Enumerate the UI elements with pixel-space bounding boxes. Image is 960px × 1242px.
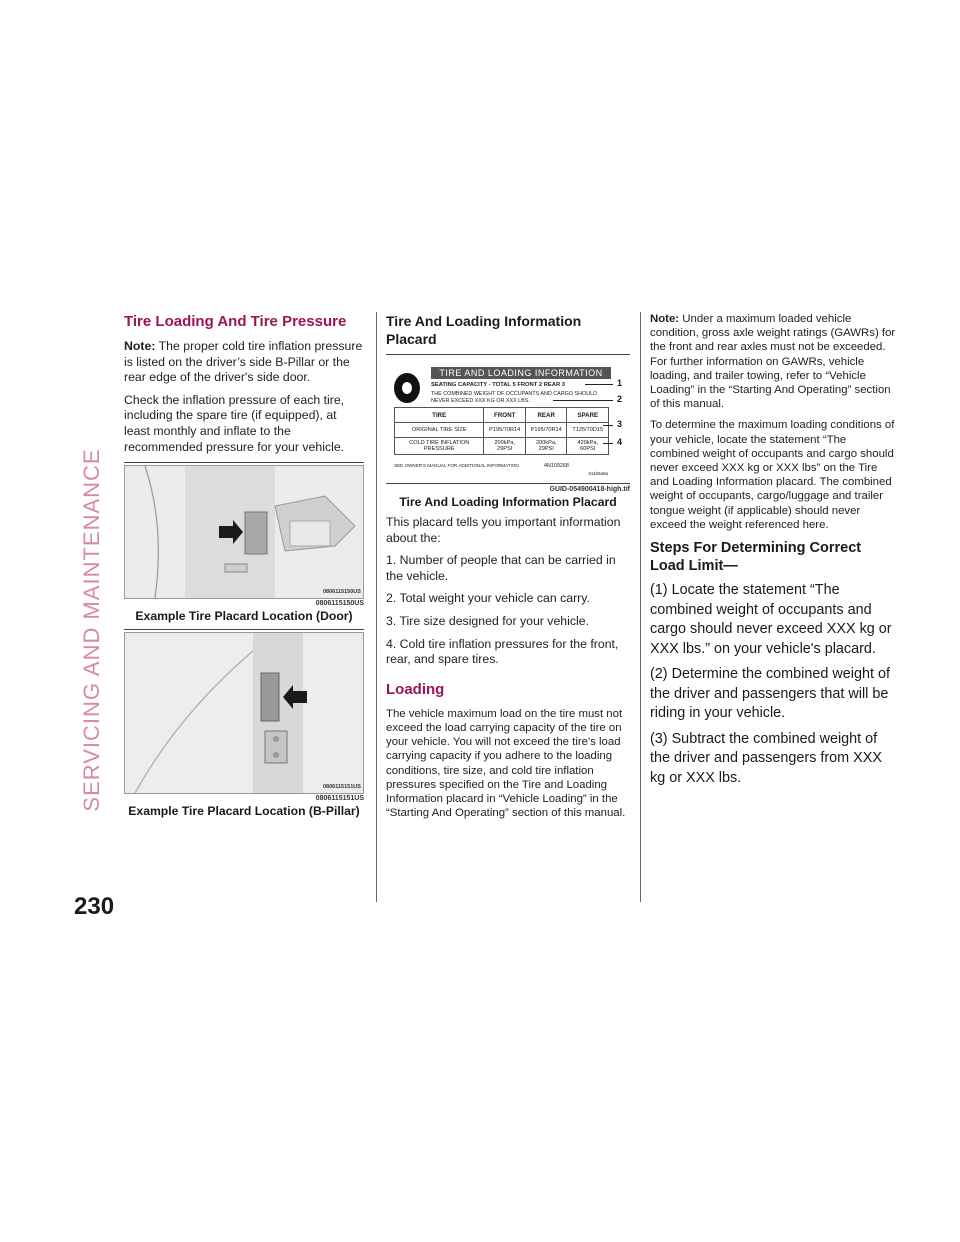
- b-pillar-placard-photo: 0806115151US: [124, 632, 364, 795]
- placard-footer-code: 4N109268: [544, 463, 569, 469]
- page-number: 230: [74, 893, 115, 920]
- figure-code: GUID-054900418-high.tif: [549, 486, 630, 493]
- photo-code: 0806115151US: [323, 784, 361, 790]
- step-item: (2) Determine the combined weight of the…: [650, 666, 890, 722]
- placard-weight-line: THE COMBINED WEIGHT OF OCCUPANTS AND CAR…: [431, 391, 598, 397]
- figure-caption: Tire And Loading Information Placard: [399, 495, 617, 509]
- door-placard-photo: 0806115150US: [124, 465, 364, 600]
- door-photo-illustration: 0806115150US: [125, 466, 363, 599]
- column-2: Tire And Loading Information Placard TIR…: [386, 312, 630, 827]
- body-paragraph: To determine the maximum loading conditi…: [650, 419, 895, 531]
- list-item: 1. Number of people that can be carried …: [386, 553, 616, 583]
- note-paragraph: Note: Under a maximum loaded vehicle con…: [650, 312, 896, 411]
- table-header: REAR: [524, 407, 568, 423]
- step-item: (1) Locate the statement “The combined w…: [650, 582, 892, 657]
- figure-rule: [386, 354, 630, 355]
- chapter-title: SERVICING AND MAINTENANCE: [79, 448, 104, 812]
- column-divider: [376, 312, 377, 902]
- list-item: 4. Cold tire inflation pressures for the…: [386, 636, 619, 667]
- figure-rule: [124, 629, 364, 631]
- column-3: Note: Under a maximum loaded vehicle con…: [650, 312, 896, 794]
- column-divider: [640, 312, 641, 902]
- figure-code: 0806115150US: [315, 600, 364, 608]
- tire-loading-placard: TIRE AND LOADING INFORMATION SEATING CAP…: [386, 359, 622, 479]
- placard-footer: SEE OWNER'S MANUAL FOR ADDITIONAL INFORM…: [394, 463, 609, 473]
- table-cell: 200kPa, 29PSI: [483, 437, 526, 455]
- placard-table: TIRE FRONT REAR SPARE ORIGINAL TIRE SIZE…: [393, 407, 609, 455]
- photo-code: 0806115150US: [323, 589, 361, 595]
- callout-number: 2: [616, 394, 622, 404]
- body-paragraph: The vehicle maximum load on the tire mus…: [386, 707, 626, 820]
- body-paragraph: Check the inflation pressure of each tir…: [124, 392, 345, 454]
- table-cell: COLD TIRE INFLATION PRESSURE: [393, 437, 485, 455]
- section-heading: Tire Loading And Tire Pressure: [124, 313, 347, 330]
- chapter-side-header: SERVICING AND MAINTENANCE: [62, 300, 122, 960]
- placard-image-code: 811b5a9a: [588, 471, 608, 476]
- figure-rule: [124, 462, 364, 464]
- figure-caption: Example Tire Placard Location (Door): [135, 609, 353, 624]
- table-cell: ORIGINAL TIRE SIZE: [393, 422, 485, 438]
- list-item: 3. Tire size designed for your vehicle.: [386, 613, 590, 628]
- callout-number: 3: [616, 419, 622, 429]
- placard-weight-line: NEVER EXCEED XXX KG OR XXX LBS.: [431, 398, 530, 404]
- note-label: Note:: [124, 339, 156, 353]
- section-heading: Steps For Determining Correct Load Limit…: [650, 540, 862, 575]
- b-pillar-photo-illustration: 0806115151US: [125, 633, 363, 794]
- figure-caption: Example Tire Placard Location (B-Pillar): [128, 804, 360, 819]
- intro-paragraph: This placard tells you important informa…: [386, 515, 621, 545]
- tire-icon: [394, 373, 420, 403]
- callout-number: 4: [616, 437, 622, 447]
- callout-arrow: [553, 400, 613, 401]
- callout-number: 1: [616, 378, 622, 388]
- placard-title: TIRE AND LOADING INFORMATION: [431, 367, 611, 379]
- callout-arrow: [603, 443, 613, 444]
- steps-list: (1) Locate the statement “The combined w…: [650, 581, 896, 788]
- step-item: (3) Subtract the combined weight of the …: [650, 730, 882, 786]
- placard-footer-text: SEE OWNER'S MANUAL FOR ADDITIONAL INFORM…: [394, 463, 519, 468]
- figure-code: 0806115151US: [315, 795, 364, 803]
- note-label: Note:: [650, 313, 680, 325]
- table-header: SPARE: [566, 407, 609, 423]
- table-cell: 420kPa, 60PSI: [566, 437, 609, 455]
- callout-arrow: [585, 384, 613, 385]
- placard-seating: SEATING CAPACITY - TOTAL 5 FRONT 2 REAR …: [431, 382, 565, 388]
- note-text: The proper cold tire inflation pressure …: [124, 339, 363, 385]
- table-header: TIRE: [393, 407, 485, 423]
- section-heading: Tire And Loading Information Placard: [386, 313, 582, 347]
- table-cell: P195/70R14: [483, 422, 526, 438]
- column-1: Tire Loading And Tire Pressure Note: The…: [124, 312, 364, 824]
- figure-rule: [386, 483, 630, 484]
- section-heading: Loading: [386, 680, 445, 698]
- note-text: Under a maximum loaded vehicle condition…: [650, 313, 896, 411]
- note-paragraph: Note: The proper cold tire inflation pre…: [124, 339, 364, 386]
- table-header: FRONT: [483, 407, 526, 423]
- callout-arrow: [603, 425, 613, 426]
- list-item: 2. Total weight your vehicle can carry.: [386, 591, 590, 606]
- table-cell: 200kPa, 29PSI: [524, 437, 568, 455]
- table-cell: P195/70R14: [524, 422, 568, 438]
